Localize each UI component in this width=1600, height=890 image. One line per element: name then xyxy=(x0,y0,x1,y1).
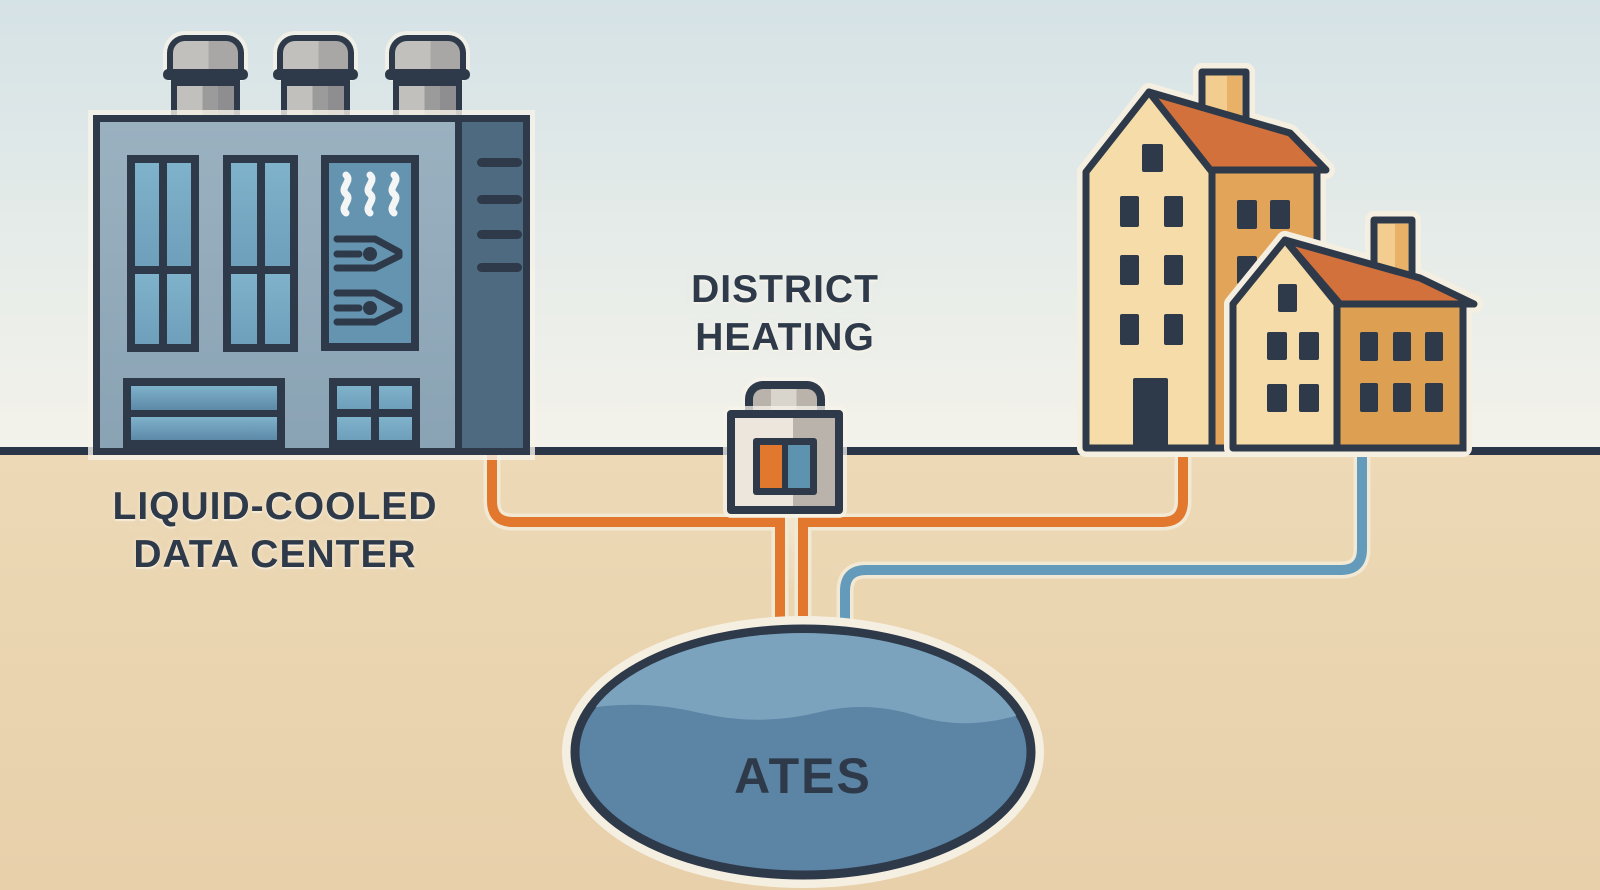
window-pane xyxy=(167,163,191,267)
window-pane xyxy=(135,274,159,344)
server-trace-icon xyxy=(333,235,403,326)
heat-waves-icon xyxy=(340,171,400,217)
district-heating-unit xyxy=(727,381,843,514)
data-center-label-line2: DATA CENTER xyxy=(133,533,417,576)
data-center-label: LIQUID-COOLED DATA CENTER xyxy=(75,483,475,579)
heat-exchanger-icon xyxy=(753,438,817,495)
window-pane xyxy=(167,274,191,344)
vent-collar xyxy=(273,69,358,80)
vent-body xyxy=(171,80,240,120)
door-slat xyxy=(131,416,277,440)
window-pane xyxy=(264,163,290,267)
ates-label: ATES xyxy=(734,748,872,804)
facade-window xyxy=(127,155,199,352)
tower-vent-slit xyxy=(477,195,522,204)
district-heating-label-line1: DISTRICT xyxy=(691,268,879,311)
loading-door xyxy=(123,378,285,448)
data-center-facade xyxy=(93,115,530,455)
window-pane xyxy=(337,386,371,409)
tower-vent-slit xyxy=(477,230,522,239)
house-front-gable xyxy=(1082,88,1216,452)
window-pane xyxy=(378,417,412,440)
window-pane xyxy=(231,274,257,344)
vent-body xyxy=(281,80,350,120)
ates-aquifer-storage xyxy=(562,616,1044,888)
roof-vent-icon xyxy=(385,35,470,120)
cold-pipe-halo xyxy=(836,450,1371,632)
house-windows xyxy=(1267,284,1443,412)
liquid-cooling-panel xyxy=(321,155,419,351)
district-heating-label: DISTRICT HEATING xyxy=(635,266,935,362)
data-center-side-tower xyxy=(455,122,523,448)
vent-body xyxy=(393,80,462,120)
cold-pipe-houses-to-ates xyxy=(840,450,1367,632)
small-house xyxy=(1224,211,1483,457)
window-pane xyxy=(264,274,290,344)
warm-indicator-pane xyxy=(760,445,782,488)
tower-vent-slit xyxy=(477,263,522,272)
vent-collar xyxy=(163,69,248,80)
facade-window xyxy=(223,155,298,352)
window-pane xyxy=(337,417,371,440)
tower-vent-slit xyxy=(477,158,522,167)
vent-collar xyxy=(385,69,470,80)
door-slat xyxy=(131,386,277,410)
house-door xyxy=(1133,378,1168,448)
warm-return-pipe-halo xyxy=(794,450,1192,632)
roof-vent-icon xyxy=(163,35,248,120)
house-side-wall xyxy=(1331,299,1467,452)
ates-halo xyxy=(562,616,1044,888)
district-heating-label-line2: HEATING xyxy=(695,316,875,359)
window-pane xyxy=(135,163,159,267)
window-pane xyxy=(231,163,257,267)
ground-floor-window xyxy=(329,378,420,448)
data-center-building xyxy=(93,32,530,455)
data-center-label-line1: LIQUID-COOLED xyxy=(112,485,438,528)
warm-pipe-datacenter-to-ates xyxy=(487,450,785,632)
roof-vent-icon xyxy=(273,35,358,120)
warm-pipe-ates-to-houses xyxy=(798,450,1188,632)
cold-indicator-pane xyxy=(788,445,810,488)
window-pane xyxy=(378,386,412,409)
